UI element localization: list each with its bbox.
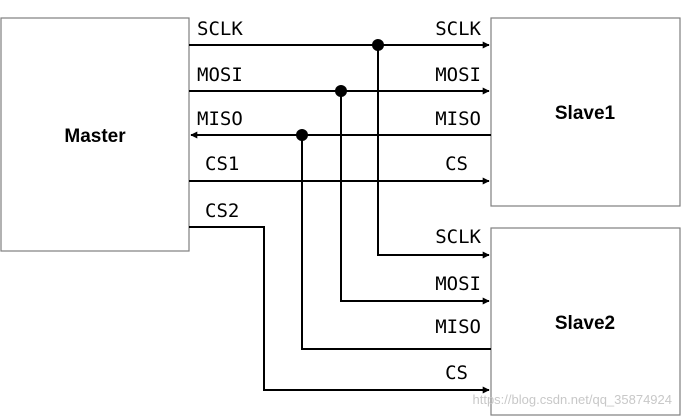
watermark: https://blog.csdn.net/qq_35874924 xyxy=(473,392,673,407)
master-label: Master xyxy=(64,126,126,147)
master-miso-label: MISO xyxy=(197,108,243,130)
slave1-sclk-label: SCLK xyxy=(435,18,481,40)
cs2-wire xyxy=(189,226,490,394)
slave1-label: Slave1 xyxy=(555,103,616,124)
slave1-mosi-label: MOSI xyxy=(435,64,481,86)
slave2-mosi-label: MOSI xyxy=(435,273,481,295)
slave2-cs-label: CS xyxy=(445,362,468,384)
sclk-junction xyxy=(372,39,384,51)
miso-wire-slave2 xyxy=(301,135,491,350)
sclk-wire-slave2 xyxy=(377,45,490,259)
miso-junction xyxy=(296,129,308,141)
master-mosi-label: MOSI xyxy=(197,64,243,86)
master-cs1-label: CS1 xyxy=(205,153,239,175)
slave1-cs-label: CS xyxy=(445,153,468,175)
master-box xyxy=(0,17,190,252)
slave2-sclk-label: SCLK xyxy=(435,226,481,248)
mosi-wire-slave2 xyxy=(340,91,490,305)
mosi-junction xyxy=(335,85,347,97)
slave2-label: Slave2 xyxy=(555,313,615,334)
master-sclk-label: SCLK xyxy=(197,18,243,40)
master-cs2-label: CS2 xyxy=(205,200,239,222)
slave2-box xyxy=(490,227,681,416)
slave1-box xyxy=(490,17,681,207)
slave1-miso-label: MISO xyxy=(435,108,481,130)
slave2-miso-label: MISO xyxy=(435,316,481,338)
